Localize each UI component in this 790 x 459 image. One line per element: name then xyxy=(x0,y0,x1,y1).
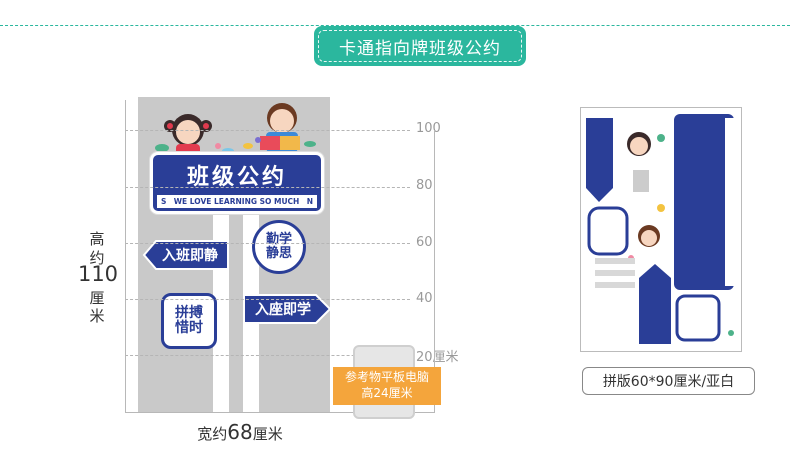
height-label-1: 高 xyxy=(89,230,105,248)
round-sign: 勤学 静思 xyxy=(252,220,306,274)
tick-label-60: 60 xyxy=(416,235,433,250)
page-title: 卡通指向牌班级公约 xyxy=(314,26,526,66)
board-girl-face xyxy=(630,137,648,155)
board-main-sign xyxy=(674,114,734,290)
scale-line-60 xyxy=(125,243,410,244)
tick-label-80: 80 xyxy=(416,178,433,193)
left-arrow-sign-shape xyxy=(142,240,229,270)
board-round-sign xyxy=(587,206,629,256)
height-label-2: 约 xyxy=(89,249,105,267)
scale-line-80 xyxy=(125,187,410,188)
main-sign-class-rules: 班级公约 S WE LOVE LEARNING SO MUCH N xyxy=(150,152,324,214)
compass-n-letter: N xyxy=(306,197,313,206)
board-right-arrow xyxy=(639,264,671,344)
height-unit-2: 米 xyxy=(89,307,105,325)
main-sign-subtitle: WE LOVE LEARNING SO MUCH xyxy=(173,197,300,206)
scale-baseline xyxy=(125,412,435,413)
board-layout-graphic xyxy=(586,114,735,344)
kids-illustration xyxy=(155,103,316,158)
right-arrow-sign-shape xyxy=(243,294,332,324)
board-square-sign xyxy=(675,294,721,342)
board-leaf xyxy=(657,134,665,142)
board-pole-strip-3 xyxy=(595,282,635,288)
board-tablet-icon xyxy=(633,170,649,192)
scale-line-100 xyxy=(125,130,410,131)
board-main-strip xyxy=(725,118,735,286)
height-unit-1: 厘 xyxy=(89,289,105,307)
board-boy-face xyxy=(641,230,657,246)
main-sign-strip: S WE LOVE LEARNING SO MUCH N xyxy=(157,195,317,208)
width-value: 68 xyxy=(227,420,253,444)
board-caption: 拼版60*90厘米/亚白 xyxy=(582,367,755,395)
scale-vertical-line-right xyxy=(434,130,435,412)
tick-label-20: 20厘米 xyxy=(416,350,459,365)
tick-label-100: 100 xyxy=(416,121,441,136)
left-arrow-sign: 入班即静 xyxy=(162,248,218,264)
scale-vertical-line-left xyxy=(125,100,126,412)
boy-figure xyxy=(260,103,300,152)
main-sign-title: 班级公约 xyxy=(186,165,287,190)
reference-tablet-label: 参考物平板电脑 高24厘米 xyxy=(333,367,441,405)
right-arrow-sign: 入座即学 xyxy=(255,302,311,318)
board-flower xyxy=(657,204,665,212)
scale-line-40 xyxy=(125,299,410,300)
board-small-dot xyxy=(728,330,734,336)
height-value: 110 xyxy=(77,262,119,286)
print-layout-board xyxy=(580,107,742,352)
board-left-arrow xyxy=(586,118,613,202)
width-label: 宽约68厘米 xyxy=(197,420,283,444)
header-dashed-line xyxy=(0,25,790,26)
square-sign: 拼搏 惜时 xyxy=(161,293,217,349)
scale-line-20 xyxy=(125,355,410,356)
compass-s-letter: S xyxy=(161,197,167,206)
board-pole-strip-1 xyxy=(595,258,635,264)
board-pole-strip-2 xyxy=(595,270,635,276)
tick-label-40: 40 xyxy=(416,291,433,306)
